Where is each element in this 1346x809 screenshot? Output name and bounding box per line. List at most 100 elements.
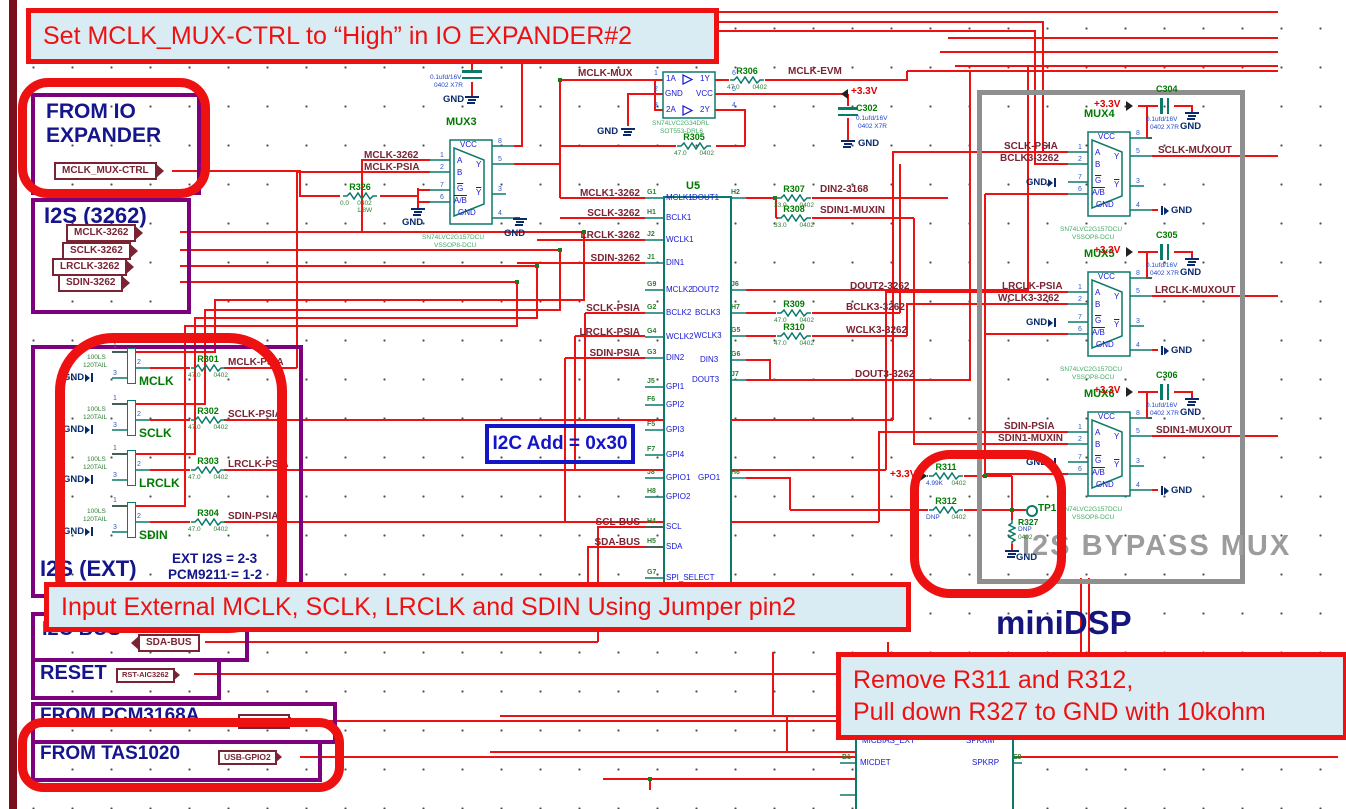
mux-MUX3[interactable]: MUX3 VCC A B G A/B Y Y GND 1 2 7 6 8 5 3… (422, 116, 514, 249)
testpoint-TP1[interactable] (1026, 505, 1038, 517)
part-number: SN74LVC2G157DCU (1060, 226, 1123, 233)
part-number: SN74LVC2G157DCU (1060, 366, 1123, 373)
pin-name: WCLK2 (666, 332, 694, 341)
tag-rst-aic3262[interactable]: RST-AIC3262 (116, 668, 180, 683)
pin-number: 7 (1078, 314, 1082, 321)
tag-usb-gpio2[interactable]: USB-GPIO2 (218, 750, 282, 765)
pin-name: BCLK1 (666, 213, 692, 222)
jumper-body[interactable] (127, 400, 136, 436)
callout-note1: Set MCLK_MUX-CTRL to “High” in IO EXPAND… (26, 8, 719, 64)
net-label: LRCLK-MUXOUT (1155, 285, 1236, 296)
buffer-BUF6[interactable]: BUF6 1A GND 2A 1Y VCC 2Y 1 2 3 6 5 4 SN7… (650, 54, 760, 138)
jumper-body[interactable] (127, 348, 136, 384)
power-3v3: +3.3V (1094, 99, 1121, 110)
ic-U5[interactable] (663, 196, 732, 588)
tag-sclk-3262[interactable]: SCLK-3262 (62, 242, 138, 260)
pin-vcc: VCC (460, 140, 477, 149)
gnd-label: GND (1171, 205, 1193, 216)
pin-2a: 2A (666, 105, 676, 114)
net-label: SDIN-3262 (590, 253, 640, 264)
pin-name: BCLK3 (695, 308, 721, 317)
pin-number: J5 (647, 378, 655, 385)
net-label: SDIN1-MUXIN (820, 205, 886, 216)
net-label: SDIN-PSIA (589, 348, 640, 359)
jumper-body[interactable] (127, 450, 136, 486)
power-3v3: +3.3V (851, 86, 878, 97)
i2c-address-note: I2C Add = 0x30 (485, 424, 635, 464)
tag-sda-bus[interactable]: SDA-BUS (131, 634, 200, 652)
pin-vcc: VCC (1098, 412, 1115, 421)
pin-name: WCLK3 (694, 331, 722, 340)
tag-mclk-mux-ctrl[interactable]: MCLK_MUX-CTRL (54, 162, 164, 180)
mux-MUX6[interactable]: MUX6 VCC A B G A/B Y Y GND 1 2 7 6 8 5 3… (1060, 388, 1152, 521)
pin-gnd: GND (1096, 200, 1114, 209)
tag-dout-3168[interactable]: DOUT-3168 (238, 714, 296, 729)
callout-note3-line1: Remove R311 and R312, (853, 665, 1134, 694)
pin-ybar: Y (476, 188, 482, 197)
pin-name: MCLK1 (666, 193, 693, 202)
ic-minidsp-fragment[interactable] (855, 734, 1014, 809)
cap-value: 0.1ufd/16V (1146, 262, 1178, 269)
tag-sdin-3262[interactable]: SDIN-3262 (58, 274, 131, 292)
net-label: SDA-BUS (594, 537, 640, 548)
pin-name: GPI1 (666, 382, 685, 391)
pin-number: 3 (1136, 458, 1140, 465)
pin-vcc: VCC (696, 89, 713, 98)
net-label: WCLK3-3262 (998, 293, 1060, 304)
net-label: LRCLK-PSIA (228, 459, 289, 470)
pin-number: 2 (1078, 156, 1082, 163)
mux-MUX5[interactable]: MUX5 VCC A B G A/B Y Y GND 1 2 7 6 8 5 3… (1060, 248, 1152, 381)
net-label: SDIN-PSIA (1004, 421, 1055, 432)
pin-number: 3 (113, 422, 117, 429)
pin-name: DOUT1 (692, 193, 720, 202)
pin-number: 4 (1136, 482, 1140, 489)
pin-number: 4 (732, 102, 736, 109)
cap-value: 0402 X7R (1150, 270, 1179, 277)
net-label: SCLK-MUXOUT (1158, 145, 1232, 156)
pin-number: J2 (647, 231, 655, 238)
pin-ybar: Y (1114, 460, 1120, 469)
pin-number: G2 (647, 304, 657, 311)
pin-name: BCLK2 (666, 308, 692, 317)
tp1-label: TP1 (1038, 503, 1057, 514)
gnd-label: GND (1016, 552, 1038, 563)
gnd-label: GND (1026, 177, 1048, 188)
pin-y: Y (1114, 432, 1120, 441)
cap-value: 0402 X7R (858, 123, 887, 130)
jumper-body[interactable] (127, 502, 136, 538)
pin-number: H4 (647, 518, 656, 525)
tag-mclk-3262[interactable]: MCLK-3262 (66, 224, 144, 242)
pin-number: 5 (732, 86, 736, 93)
callout-note3-line2: Pull down R327 to GND with 10kohm (853, 698, 1266, 726)
net-label: SCLK-3262 (587, 208, 640, 219)
mux-MUX4[interactable]: MUX4 VCC A B G A/B Y Y GND 1 2 7 6 8 5 3… (1060, 108, 1152, 241)
jumper-name: LRCLK (139, 476, 180, 490)
gnd-label: GND (504, 228, 526, 239)
net-label: SCLK-PSIA (228, 409, 282, 420)
part-number: SN74LVC2G157DCU (1060, 506, 1123, 513)
pin-number: G9 (647, 281, 657, 288)
pin-number: 2 (1078, 296, 1082, 303)
pin-number: 4 (1136, 342, 1140, 349)
pin-gnd: GND (458, 208, 476, 217)
pin-number: 6 (1078, 186, 1082, 193)
pin-ab: A/B (1092, 188, 1105, 197)
